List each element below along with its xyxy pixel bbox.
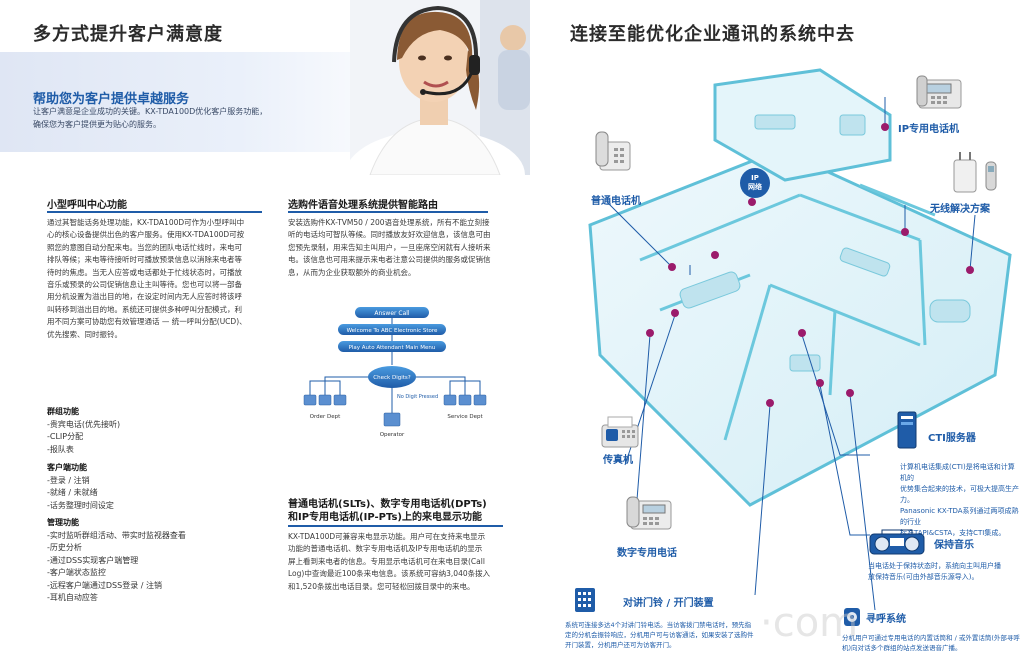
- call-center-rule: [47, 211, 262, 213]
- call-center-heading: 小型呼叫中心功能: [47, 200, 127, 211]
- feature-item: -话务整理时间设定: [47, 500, 114, 510]
- management-features-heading: 管理功能: [47, 518, 79, 527]
- caller-id-line: KX-TDA100D可兼容来电显示功能。用户可在支持来电显示: [288, 532, 486, 541]
- caller-id-line: 屏上看到来电者的信息。专用显示电话机可在来电目录(Call: [288, 556, 485, 566]
- wireless-label: 无线解决方案: [930, 204, 990, 215]
- fax-machine-icon: [601, 416, 639, 448]
- caller-id-line: 功能的普通电话机、数字专用电话机及IP专用电话机的显示: [288, 544, 483, 554]
- feature-item: -贵宾电话(优先接听): [47, 419, 121, 429]
- svg-text:Welcome To ABC Electronic Stor: Welcome To ABC Electronic Store: [347, 328, 438, 334]
- caller-id-paragraph: KX-TDA100D可兼容来电显示功能。用户可在支持来电显示 功能的普通电话机、…: [288, 531, 518, 593]
- digital-phone-icon: [626, 496, 672, 530]
- client-features-list: 客户端功能 -登录 / 注销 -就绪 / 未就绪 -话务整理时间设定: [47, 462, 114, 512]
- call-center-line: 音乐或预录的公司促销信息让主叫等待。您也可以将一部备: [47, 280, 242, 290]
- ip-network-badge: IP 网络: [740, 168, 770, 198]
- paging-label: 寻呼系统: [866, 614, 906, 625]
- voice-routing-line: 息，从而为企业获取额外的商业机会。: [288, 267, 416, 277]
- feature-item: -通过DSS实现客户端管理: [47, 555, 139, 565]
- banner-line-2: 确保您为客户提供更为贴心的服务。: [33, 120, 161, 129]
- voice-routing-heading: 选购件语音处理系统提供智能路由: [288, 200, 438, 211]
- door-phone-description: 系统可连接多达4个对讲门铃电话。当访客拨门禁电话时，预先指 定的分机会振铃响应，…: [565, 621, 754, 649]
- cti-description: 计算机电话集成(CTI)是将电话和计算机的 优势集合起来的技术，可极大提高生产力…: [900, 463, 1019, 537]
- left-page-title: 多方式提升客户满意度: [33, 24, 223, 45]
- ip-phone-icon: [916, 75, 962, 109]
- call-center-line: 待时的焦虑。当无人应答或电话都处于忙线状态时，可播放: [47, 267, 242, 277]
- management-features-list: 管理功能 -实时监听群组活动、带实时监视器查看 -历史分析 -通过DSS实现客户…: [47, 517, 186, 605]
- door-phone-icon: [575, 588, 595, 612]
- call-center-line: 通过其智能话务处理功能，KX-TDA100D可作为小型呼叫中: [47, 218, 245, 227]
- svg-text:Answer Call: Answer Call: [374, 310, 410, 317]
- svg-text:Check Digits?: Check Digits?: [373, 375, 410, 381]
- caller-id-rule: [288, 525, 503, 527]
- feature-item: -CLIP分配: [47, 432, 84, 441]
- feature-item: -耳机自动应答: [47, 593, 98, 602]
- group-features-list: 群组功能 -贵宾电话(优先接听) -CLIP分配 -报队表: [47, 406, 120, 456]
- auto-attendant-flowchart: Answer Call Welcome To ABC Electronic St…: [300, 305, 500, 445]
- caller-id-heading-line-2: 和IP专用电话机(IP-PTs)上的来电显示功能: [288, 512, 482, 523]
- paging-speaker-icon: [844, 608, 860, 626]
- voice-routing-line: 您预先录制，用来告知主叫用户，一旦座席空闲就有人接听来: [288, 242, 491, 252]
- cti-server-icon: [897, 411, 917, 449]
- feature-item: -就绪 / 未就绪: [47, 488, 98, 497]
- feature-item: -历史分析: [47, 543, 82, 552]
- call-center-line: 用不同方案可协助您有效管理通话 — 统一呼叫分配(UCD)、: [47, 317, 247, 327]
- boombox-icon: [869, 529, 925, 555]
- call-center-line: 心的核心设备提供出色的客户服务。使用KX-TDA100D可按: [47, 230, 245, 240]
- voice-routing-line: 电。该信息也可用来提示来电者注意公司提供的服务或促销信: [288, 255, 491, 265]
- ip-phone-label: IP专用电话机: [898, 124, 960, 135]
- feature-item: -客户端状态监控: [47, 568, 106, 577]
- feature-item: -报队表: [47, 444, 74, 454]
- right-page-title: 连接至能优化企业通讯的系统中去: [570, 24, 855, 45]
- client-features-heading: 客户端功能: [47, 463, 87, 472]
- flow-node-main-menu: Play Auto Attendant Main Menu: [338, 341, 446, 352]
- feature-item: -登录 / 注销: [47, 475, 90, 485]
- call-center-line: 叫转移到溢出目的地。系统还可提供多种呼叫分配模式，利: [47, 304, 242, 314]
- dest-service-dept: Service Dept: [447, 414, 483, 420]
- call-center-paragraph: 通过其智能话务处理功能，KX-TDA100D可作为小型呼叫中 心的核心设备提供出…: [47, 217, 277, 341]
- digital-phone-label: 数字专用电话: [617, 548, 677, 559]
- voice-routing-rule: [288, 211, 488, 213]
- caller-id-heading-line-1: 普通电话机(SLTs)、数字专用电话机(DPTs): [288, 499, 487, 510]
- music-on-hold-label: 保持音乐: [934, 540, 974, 551]
- watermark: ·com: [760, 600, 859, 646]
- flow-node-answer-call: Answer Call: [355, 307, 429, 318]
- call-center-line: 排队等候；来电等待接听时可播放预录信息以消除来电者等: [47, 255, 242, 265]
- voice-routing-line: 安装选购件KX-TVM50 / 200语音处理系统，所有不能立刻接: [288, 218, 490, 227]
- fax-label: 传真机: [603, 455, 633, 466]
- flow-node-welcome: Welcome To ABC Electronic Store: [338, 324, 446, 335]
- door-phone-label: 对讲门铃 / 开门装置: [623, 598, 714, 609]
- svg-text:Play Auto Attendant Main Menu: Play Auto Attendant Main Menu: [349, 345, 436, 351]
- voice-routing-paragraph: 安装选购件KX-TVM50 / 200语音处理系统，所有不能立刻接 听的电话均可…: [288, 217, 518, 279]
- dest-order-dept: Order Dept: [310, 414, 341, 420]
- music-description: 当电话处于保持状态时，系统向主叫用户播 放保持音乐(可由外部音乐源导入)。: [868, 562, 1001, 581]
- feature-item: -远程客户端通过DSS登录 / 注销: [47, 580, 162, 590]
- voice-routing-line: 听的电话均可智队等候。同时播放友好欢迎信息，该信息可由: [288, 230, 491, 240]
- operator-photo: [350, 0, 530, 175]
- wireless-base-icon: [953, 152, 997, 193]
- call-center-line: 优先搜索、同时振铃。: [47, 329, 122, 339]
- analog-phone-icon: [595, 131, 631, 171]
- dest-operator: Operator: [380, 432, 405, 438]
- flow-branch-label: No Digit Pressed: [397, 394, 438, 400]
- banner-line-1: 让客户满意是企业成功的关键。KX-TDA100D优化客户服务功能，: [33, 107, 268, 116]
- flow-node-check-digits: Check Digits?: [368, 366, 416, 388]
- caller-id-line: Log)中查询最近100条来电信息。该系统可容纳3,040条拨入: [288, 569, 491, 579]
- feature-item: -实时监听群组活动、带实时监视器查看: [47, 530, 186, 540]
- group-features-heading: 群组功能: [47, 407, 79, 416]
- banner-heading: 帮助您为客户提供卓越服务: [33, 92, 190, 107]
- call-center-line: 照您的意图自动分配来电。当您的团队电话忙线时，来电可: [47, 242, 242, 252]
- paging-description: 分机用户可通过专用电话的内置话筒和 / 或外置话筒(外部寻呼 机)向对话多个群组…: [842, 634, 1020, 652]
- call-center-line: 用分机设置为溢出目的地，在设定时间内无人应答时将该呼: [47, 292, 242, 302]
- caller-id-line: 和1,520条拨出电话目录。您可轻松回拨目录中的来电。: [288, 581, 475, 591]
- caller-id-heading: 普通电话机(SLTs)、数字专用电话机(DPTs) 和IP专用电话机(IP-PT…: [288, 498, 487, 524]
- cti-server-label: CTI服务器: [928, 433, 976, 444]
- analog-phone-label: 普通电话机: [591, 196, 641, 207]
